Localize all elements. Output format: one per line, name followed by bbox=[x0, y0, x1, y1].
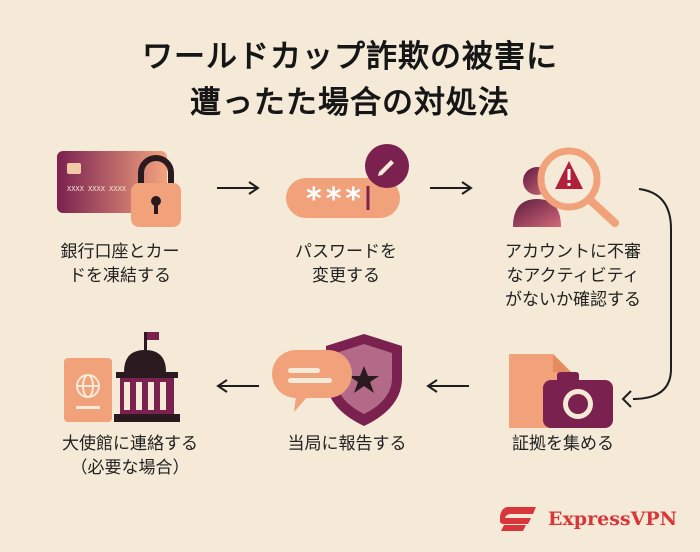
password-mask: *** bbox=[306, 182, 365, 217]
arrow-left-icon bbox=[426, 379, 469, 393]
arrow-right-icon bbox=[430, 181, 473, 195]
account-alert-icon bbox=[513, 147, 619, 227]
step-3-line-1: アカウントに不審 bbox=[505, 242, 641, 262]
page-title: ワールドカップ詐欺の被害に 遭ったた場合の対処法 bbox=[0, 34, 700, 126]
brand-name: ExpressVPN bbox=[548, 508, 677, 530]
arrow-curved-icon bbox=[621, 188, 672, 408]
title-line-1: ワールドカップ詐欺の被害に bbox=[142, 39, 558, 75]
step-2-label: パスワードを 変更する bbox=[266, 240, 426, 288]
step-3-label: アカウントに不審 なアクティビティ がないか確認する bbox=[478, 240, 668, 312]
arrow-left-icon bbox=[216, 379, 259, 393]
step-6-line-1: 大使館に連絡する bbox=[62, 434, 198, 454]
expressvpn-logo-icon bbox=[500, 507, 536, 531]
password-icon: *** bbox=[286, 144, 409, 218]
step-6-line-2: （必要な場合） bbox=[70, 458, 190, 478]
police-report-icon bbox=[272, 334, 402, 426]
card-lock-icon: XXXX XXXX XXXX bbox=[57, 151, 181, 227]
step-5-line-1: 当局に報告する bbox=[287, 434, 407, 454]
step-2-line-1: パスワードを bbox=[295, 242, 397, 262]
step-1-line-2: ドを凍結する bbox=[69, 266, 171, 286]
step-3-line-3: がないか確認する bbox=[505, 290, 641, 310]
step-5-label: 当局に報告する bbox=[262, 432, 432, 456]
title-line-2: 遭ったた場合の対処法 bbox=[190, 85, 510, 121]
step-1-line-1: 銀行口座とカー bbox=[60, 242, 180, 262]
card-number: XXXX XXXX XXXX bbox=[67, 185, 127, 193]
brand-logo: ExpressVPN bbox=[500, 502, 677, 536]
step-3-line-2: なアクティビティ bbox=[506, 266, 640, 286]
embassy-icon bbox=[64, 332, 180, 422]
step-4-label: 証拠を集める bbox=[478, 432, 648, 456]
arrow-right-icon bbox=[217, 181, 260, 195]
step-4-line-1: 証拠を集める bbox=[512, 434, 614, 454]
step-2-line-2: 変更する bbox=[312, 266, 380, 286]
evidence-icon bbox=[509, 354, 613, 428]
step-6-label: 大使館に連絡する （必要な場合） bbox=[40, 432, 220, 480]
step-1-label: 銀行口座とカー ドを凍結する bbox=[40, 240, 200, 288]
